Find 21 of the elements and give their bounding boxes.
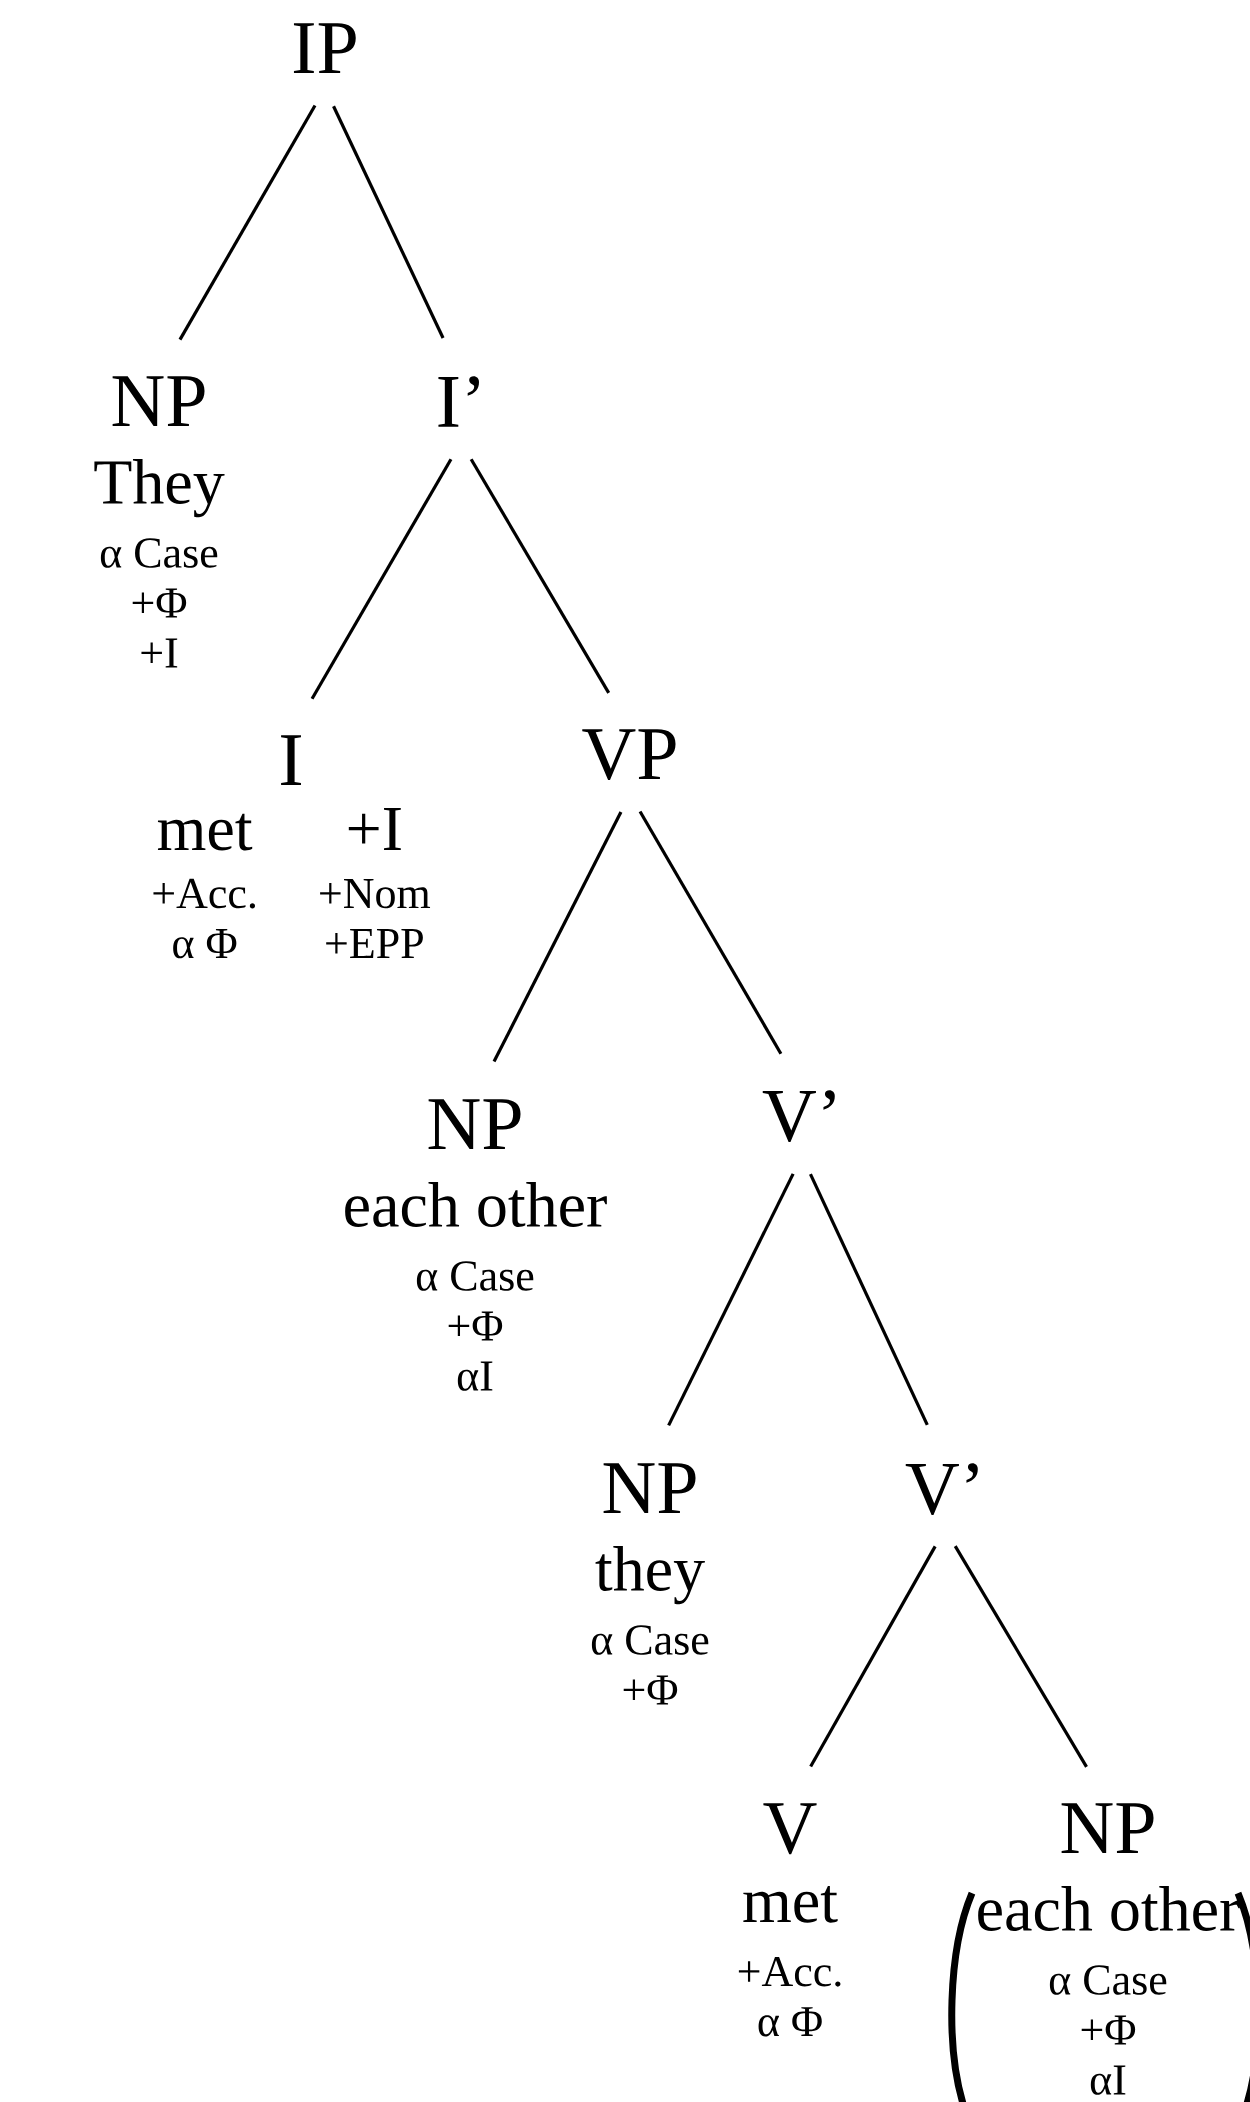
tree-branch bbox=[809, 1545, 937, 1768]
tree-node-label: I’ bbox=[438, 376, 479, 427]
tree-branch bbox=[809, 1173, 929, 1426]
tree-node-label: NP they α Case +Φ bbox=[591, 1463, 709, 1705]
tree-node-label: NP They α Case +Φ +I bbox=[94, 376, 225, 668]
tree-branch bbox=[638, 810, 783, 1055]
tree-node-label: V’ bbox=[905, 1463, 978, 1515]
tree-branch bbox=[953, 1545, 1088, 1768]
tree-node-label: IP bbox=[293, 23, 356, 73]
tree-node-label: NP each other α Case +Φ αI bbox=[345, 1099, 607, 1391]
tree-branch bbox=[310, 458, 453, 700]
tree-branch bbox=[492, 811, 623, 1063]
tree-node-label: VP bbox=[582, 729, 676, 781]
tree-branch bbox=[332, 105, 445, 339]
tree-node-label: V met +Acc. α Φ bbox=[738, 1803, 841, 2037]
tree-node-label: NP each other α Case +Φ αI bbox=[978, 1803, 1240, 2095]
tree-branch bbox=[178, 104, 317, 341]
tree-branch bbox=[469, 458, 611, 694]
tree-branch bbox=[667, 1173, 795, 1427]
tree-node-label: V’ bbox=[762, 1090, 835, 1142]
tree-node-label: I met +I +Acc. +Nom α Φ +EPP bbox=[153, 735, 431, 959]
